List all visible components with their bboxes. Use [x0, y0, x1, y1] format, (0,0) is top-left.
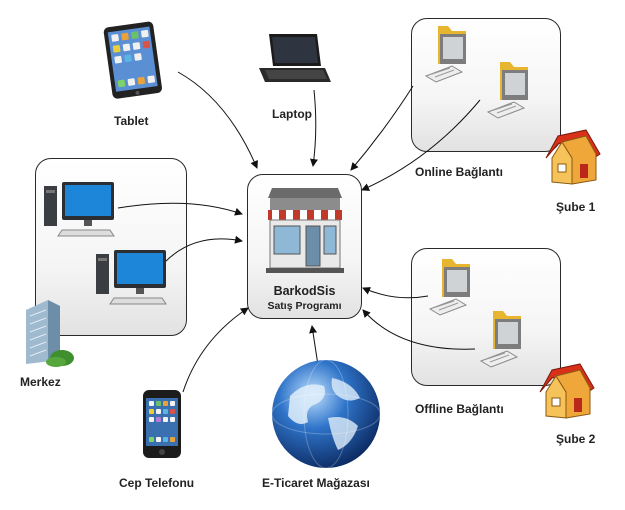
center-title: BarkodSis: [273, 284, 336, 298]
arrow-online-2: [361, 99, 481, 191]
store-icon: [266, 188, 344, 273]
laptop-icon: [259, 34, 331, 82]
merkez-label: Merkez: [20, 375, 61, 389]
desktop-pc-icon: [96, 250, 167, 305]
building-icon: [26, 300, 74, 367]
smartphone-icon: [143, 390, 181, 458]
arrow-offline-2: [362, 309, 476, 350]
center-subtitle: Satış Programı: [267, 300, 342, 312]
desktop-pc-icon: [44, 182, 115, 237]
online-label: Online Bağlantı: [415, 165, 504, 179]
arrow-merkez-2: [164, 235, 243, 263]
house-icon: [545, 129, 601, 185]
folder-pc-icon: [486, 62, 528, 119]
folder-pc-icon: [479, 311, 521, 368]
tablet-label: Tablet: [114, 114, 149, 128]
sube1-label: Şube 1: [556, 200, 596, 214]
eshop-label: E-Ticaret Mağazası: [262, 476, 370, 490]
folder-pc-icon: [424, 26, 466, 83]
laptop-label: Laptop: [272, 107, 312, 121]
arrow-laptop: [310, 89, 318, 167]
arrow-merkez-1: [117, 202, 243, 216]
arrow-online-1: [350, 85, 414, 171]
arrow-phone: [182, 307, 249, 393]
folder-pc-icon: [428, 259, 470, 316]
online-box: [411, 18, 561, 152]
globe-icon: [271, 359, 381, 469]
sube2-label: Şube 2: [556, 432, 596, 446]
house-icon: [539, 363, 595, 419]
arrow-offline-1: [362, 287, 429, 299]
phone-label: Cep Telefonu: [119, 476, 195, 490]
offline-box: [411, 248, 561, 386]
tablet-icon: [103, 21, 162, 99]
offline-label: Offline Bağlantı: [415, 402, 504, 416]
arrow-tablet: [177, 71, 258, 169]
